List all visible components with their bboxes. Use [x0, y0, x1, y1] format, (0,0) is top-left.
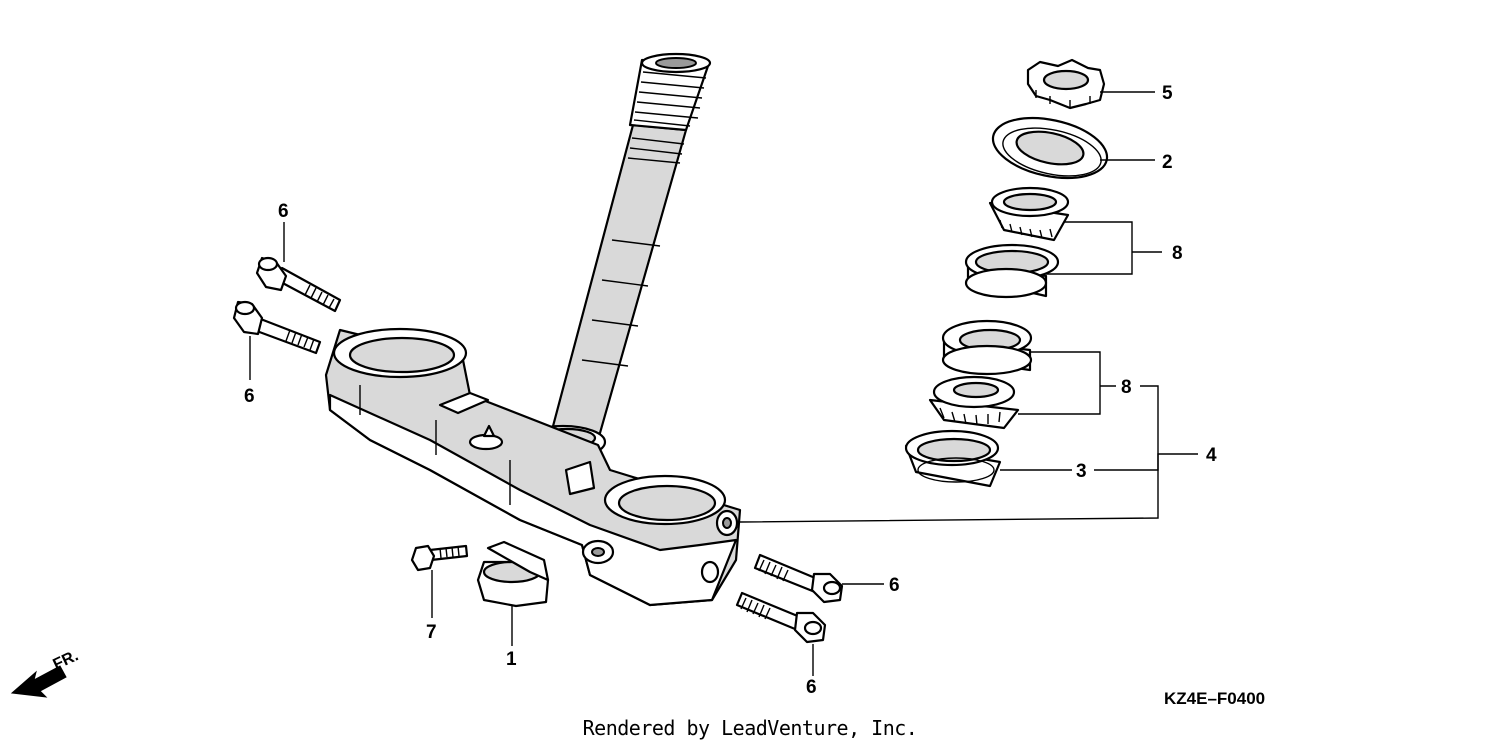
bolt-mid-left[interactable] [232, 300, 322, 355]
callout-8-lower: 8 [1121, 377, 1132, 398]
bolt-top-left[interactable] [255, 256, 342, 313]
triple-clamp[interactable] [324, 327, 742, 607]
bolt-bottom[interactable] [735, 591, 827, 644]
callout-6-bottom: 6 [806, 677, 817, 698]
small-bolt[interactable] [410, 544, 469, 572]
dust-seal[interactable] [987, 109, 1112, 188]
credit-line: Rendered by LeadVenture, Inc. [582, 716, 918, 740]
callout-6-right: 6 [889, 575, 900, 596]
callout-2: 2 [1162, 152, 1173, 173]
lower-dust-seal[interactable] [904, 429, 1002, 488]
callout-3: 3 [1076, 461, 1087, 482]
upper-bearing-race[interactable] [988, 186, 1070, 242]
callout-4: 4 [1206, 445, 1217, 466]
bolt-right[interactable] [753, 553, 844, 604]
cable-clamp[interactable] [476, 540, 550, 608]
lower-bearing-outer-race[interactable] [941, 319, 1033, 376]
callout-1: 1 [506, 649, 517, 670]
callout-6-left: 6 [244, 386, 255, 407]
diagram-code: KZ4E–F0400 [1164, 689, 1265, 708]
lower-bearing-race[interactable] [928, 375, 1020, 430]
callout-5: 5 [1162, 83, 1173, 104]
steering-stem-nut[interactable] [1026, 58, 1106, 110]
front-direction-arrow: FR. [10, 647, 82, 698]
steering-stem-shaft[interactable] [519, 52, 712, 460]
upper-bearing-outer-race[interactable] [964, 243, 1060, 299]
callout-6-top: 6 [278, 201, 289, 222]
callout-7: 7 [426, 622, 437, 643]
front-direction-label: FR. [51, 647, 82, 673]
callout-8-upper: 8 [1172, 243, 1183, 264]
leader-lines [249, 91, 1198, 676]
